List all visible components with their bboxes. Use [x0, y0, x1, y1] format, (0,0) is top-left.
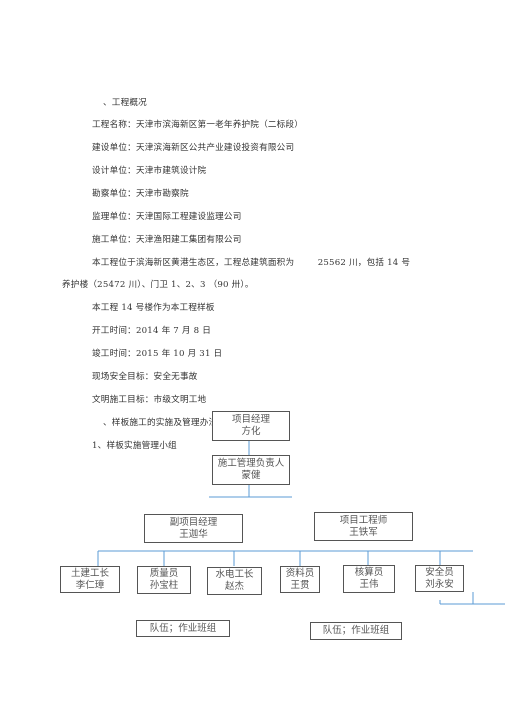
project-manager-name: 方化 — [241, 426, 261, 437]
mep-foreman-name: 赵杰 — [224, 581, 244, 592]
survey-unit: 勘察单位：天津市勘察院 — [92, 189, 189, 199]
document-clerk-name: 王贯 — [290, 579, 310, 591]
safety-goal-line: 现场安全目标：安全无事故 — [92, 372, 198, 382]
construction-lead-box: 施工管理负责人 蒙健 — [212, 455, 290, 485]
construction-lead-name: 蒙健 — [241, 470, 261, 481]
supervision-unit: 监理单位：天津国际工程建设监理公司 — [92, 212, 242, 222]
construction-unit: 施工单位：天津渔阳建工集团有限公司 — [92, 235, 242, 245]
chief-engineer-box: 项目工程师 王铁军 — [314, 512, 413, 541]
project-manager-box: 项目经理 方化 — [212, 411, 290, 441]
deputy-manager-title: 副项目经理 — [169, 516, 218, 528]
safety-officer-name: 刘永安 — [425, 578, 454, 590]
owner-unit: 建设单位：天津滨海新区公共产业建设投资有限公司 — [92, 143, 295, 153]
construction-lead-title: 施工管理负责人 — [217, 458, 285, 469]
document-clerk-title: 资料员 — [285, 567, 315, 579]
project-manager-title: 项目经理 — [231, 414, 270, 425]
completion-date-line: 竣工时间：2015 年 10 月 31 日 — [92, 349, 223, 359]
document-clerk-box: 资料员 王贯 — [280, 566, 320, 593]
start-date-line: 开工时间：2014 年 7 月 8 日 — [92, 326, 212, 336]
mep-foreman-box: 水电工长 赵杰 — [207, 567, 262, 595]
work-team-right-label: 队伍；作业班组 — [322, 625, 390, 636]
project-name: 工程名称：天津市滨海新区第一老年养护院（二标段） — [92, 120, 304, 130]
work-team-left-label: 队伍；作业班组 — [149, 622, 217, 634]
mep-foreman-title: 水电工长 — [215, 569, 254, 580]
civil-foreman-box: 土建工长 李仁璋 — [60, 566, 120, 593]
chief-engineer-name: 王铁军 — [349, 526, 378, 538]
deputy-manager-name: 王迦华 — [179, 528, 208, 540]
cost-estimator-title: 核算员 — [354, 567, 384, 578]
quality-inspector-title: 质量员 — [149, 568, 179, 579]
safety-officer-box: 安全员 刘永安 — [415, 565, 464, 592]
section1-heading: 、工程概况 — [103, 98, 147, 108]
safety-officer-title: 安全员 — [425, 566, 454, 578]
work-team-left-box: 队伍；作业班组 — [136, 620, 230, 637]
quality-inspector-box: 质量员 孙宝柱 — [137, 566, 191, 594]
civil-foreman-name: 李仁璋 — [75, 579, 105, 591]
civilization-goal-line: 文明施工目标：市级文明工地 — [92, 395, 207, 405]
chief-engineer-title: 项目工程师 — [339, 514, 388, 526]
cost-estimator-name: 王伟 — [359, 579, 379, 590]
section2-heading: 、样板施工的实施及管理办法 — [103, 418, 218, 428]
overview-line-1: 本工程位于滨海新区黄港生态区，工程总建筑面积为 25562 川，包括 14 号 — [92, 258, 411, 268]
subsection1-heading: 1、样板实施管理小组 — [92, 441, 177, 451]
overview-line-2: 养护楼（25472 川）、门卫 1、2、3 （90 卅）。 — [62, 280, 254, 290]
quality-inspector-name: 孙宝柱 — [149, 580, 179, 591]
work-team-right-box: 队伍；作业班组 — [310, 622, 402, 640]
civil-foreman-title: 土建工长 — [70, 567, 109, 579]
sample-building-line: 本工程 14 号楼作为本工程样板 — [92, 303, 215, 313]
design-unit: 设计单位：天津市建筑设计院 — [92, 166, 207, 176]
cost-estimator-box: 核算员 王伟 — [343, 565, 395, 593]
deputy-manager-box: 副项目经理 王迦华 — [144, 514, 243, 543]
